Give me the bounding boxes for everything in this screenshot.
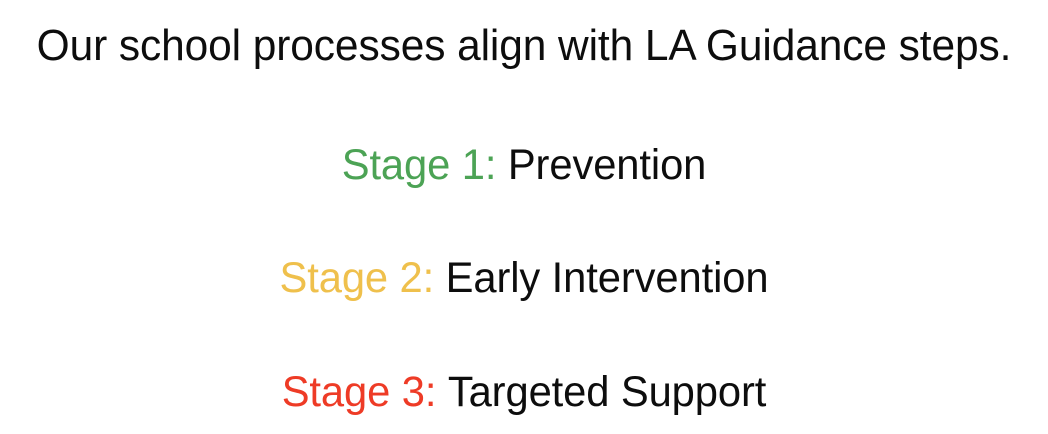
stage-1-label: Prevention bbox=[507, 141, 707, 189]
stage-1-spacer bbox=[496, 141, 508, 189]
stage-2-spacer bbox=[434, 254, 446, 302]
stage-line-1: Stage 1: Prevention bbox=[16, 138, 1033, 192]
stage-3-label: Targeted Support bbox=[447, 368, 767, 416]
slide-title: Our school processes align with LA Guida… bbox=[36, 21, 1012, 70]
stage-line-3: Stage 3: Targeted Support bbox=[16, 365, 1033, 419]
stage-1-prefix: Stage 1: bbox=[341, 141, 497, 189]
stage-line-2: Stage 2: Early Intervention bbox=[16, 251, 1033, 305]
stage-2-label: Early Intervention bbox=[445, 254, 769, 302]
stage-2-prefix: Stage 2: bbox=[279, 254, 435, 302]
stage-3-prefix: Stage 3: bbox=[281, 368, 437, 416]
stage-3-spacer bbox=[436, 368, 448, 416]
